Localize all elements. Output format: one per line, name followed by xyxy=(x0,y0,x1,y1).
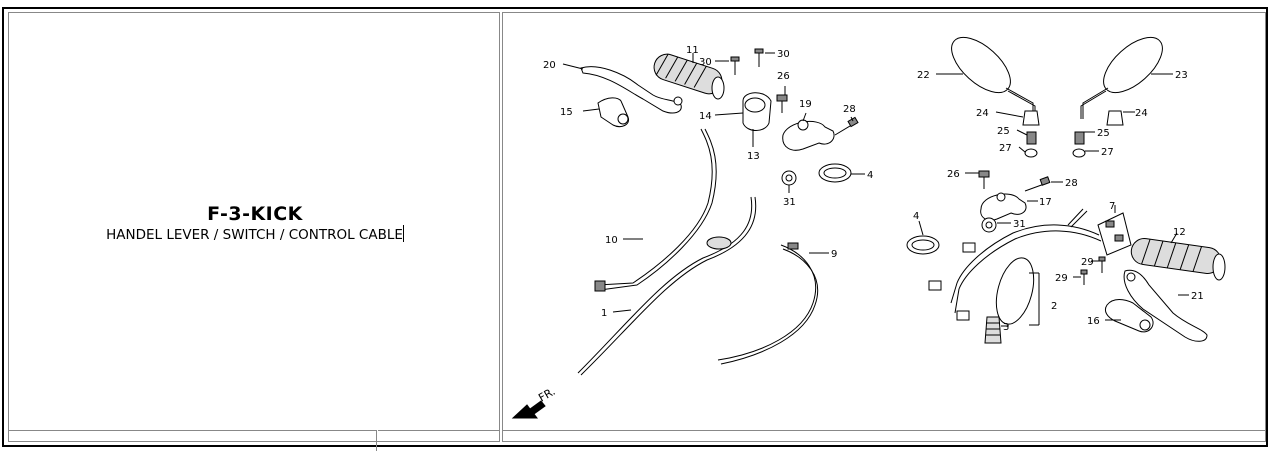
callout-12: 12 xyxy=(1173,227,1186,238)
mirror-bolt-25-a xyxy=(1026,131,1037,145)
cable-9 xyxy=(717,244,817,361)
callout-4: 4 xyxy=(867,170,873,181)
switch-spring-3 xyxy=(984,316,1002,344)
screw-29-a xyxy=(1098,256,1106,273)
callout-29: 29 xyxy=(1055,273,1068,284)
section-info-cell: F-3-KICK HANDEL LEVER / SWITCH / CONTROL… xyxy=(8,12,500,442)
mirror-22 xyxy=(951,36,1036,119)
screw-29-b xyxy=(1080,269,1088,285)
front-direction-arrow xyxy=(511,400,546,419)
exploded-diagram-cell: FR. xyxy=(502,12,1266,442)
table-bottom-cell-2 xyxy=(378,430,500,451)
callout-25: 25 xyxy=(1097,128,1110,139)
callout-16: 16 xyxy=(1087,316,1100,327)
callout-20: 20 xyxy=(543,60,556,71)
table-bottom-cell-3 xyxy=(502,430,1266,451)
callout-7: 7 xyxy=(1109,201,1115,212)
cable-1 xyxy=(577,196,753,374)
screw-30-b xyxy=(754,48,764,67)
parts-table: F-3-KICK HANDEL LEVER / SWITCH / CONTROL… xyxy=(2,7,1268,451)
callout-19: 19 xyxy=(799,99,812,110)
callout-26: 26 xyxy=(947,169,960,180)
bolt-26-b xyxy=(978,170,990,189)
callout-17: 17 xyxy=(1039,197,1052,208)
callout-4: 4 xyxy=(913,211,919,222)
nut-31-b xyxy=(981,217,997,233)
nut-31-a xyxy=(781,170,797,186)
callout-9: 9 xyxy=(831,249,837,260)
wire-harness xyxy=(950,224,1100,304)
callout-28: 28 xyxy=(843,104,856,115)
mirror-nut-27-b xyxy=(1072,148,1086,158)
callout-23: 23 xyxy=(1175,70,1188,81)
screw-28-a xyxy=(834,116,859,136)
callout-24: 24 xyxy=(1135,108,1148,119)
callout-27: 27 xyxy=(1101,147,1114,158)
callout-30: 30 xyxy=(777,49,790,60)
right-grip-12 xyxy=(1130,238,1226,281)
callout-15: 15 xyxy=(560,107,573,118)
mirror-cap-24-b xyxy=(1106,110,1124,126)
callout-21: 21 xyxy=(1191,291,1204,302)
section-subtitle: HANDEL LEVER / SWITCH / CONTROL CABLE xyxy=(106,227,403,243)
screw-30-a xyxy=(730,56,740,75)
callout-27: 27 xyxy=(999,143,1012,154)
callout-25: 25 xyxy=(997,126,1010,137)
table-bottom-cell-1 xyxy=(8,430,377,451)
section-title: F-3-KICK xyxy=(207,203,303,225)
callout-31: 31 xyxy=(1013,219,1026,230)
mirror-23 xyxy=(1080,36,1163,119)
callout-26: 26 xyxy=(777,71,790,82)
exploded-parts-diagram: FR. xyxy=(511,36,1226,419)
callout-31: 31 xyxy=(783,197,796,208)
throttle-grip-shape xyxy=(653,53,725,100)
callout-10: 10 xyxy=(605,235,618,246)
bolt-26-a xyxy=(776,94,788,113)
callout-24: 24 xyxy=(976,108,989,119)
mirror-bolt-25-b xyxy=(1074,131,1085,145)
callout-3: 3 xyxy=(1003,322,1009,333)
callout-28: 28 xyxy=(1065,178,1078,189)
callout-1: 1 xyxy=(601,308,607,319)
handle-switch-7 xyxy=(1097,212,1132,256)
callout-11: 11 xyxy=(686,45,699,56)
screw-28-b xyxy=(1024,176,1051,192)
clutch-lever-shape xyxy=(580,66,682,114)
cable-10 xyxy=(597,128,713,286)
mirror-cap-24-a xyxy=(1022,110,1040,126)
text-cursor xyxy=(402,225,404,242)
callout-13: 13 xyxy=(747,151,760,162)
callout-30: 30 xyxy=(699,57,712,68)
brake-lever-21 xyxy=(1123,269,1208,342)
callout-29: 29 xyxy=(1081,257,1094,268)
callout-22: 22 xyxy=(917,70,930,81)
mirror-nut-27-a xyxy=(1024,148,1038,158)
section-heading: F-3-KICK HANDEL LEVER / SWITCH / CONTROL… xyxy=(9,203,501,244)
callout-14: 14 xyxy=(699,111,712,122)
callout-2: 2 xyxy=(1051,301,1057,312)
wire-loop-2 xyxy=(995,257,1035,325)
leader-lines xyxy=(562,52,1189,327)
